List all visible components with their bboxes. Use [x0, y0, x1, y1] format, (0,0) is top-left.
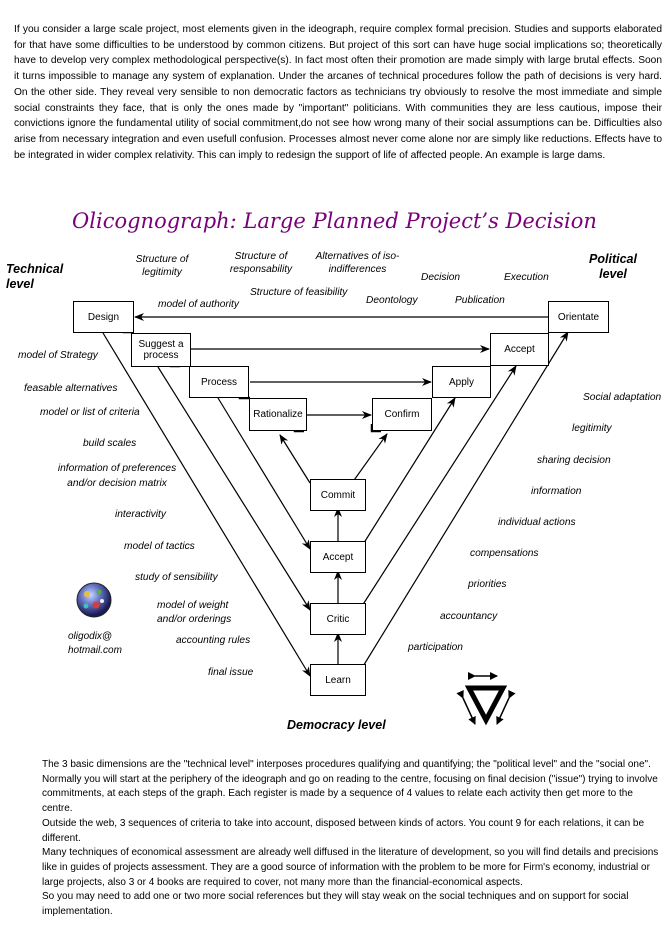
label-social-adaptation: Social adaptation — [583, 392, 662, 403]
box-apply: Apply — [432, 366, 491, 398]
triangle-symbol-icon — [456, 672, 516, 726]
label-feasable-alternatives: feasable alternatives — [24, 383, 118, 394]
label-study-sensibility: study of sensibility — [135, 572, 218, 583]
label-information: information — [531, 486, 582, 497]
label-participation: participation — [408, 642, 463, 653]
diagram-title: Olicognograph: Large Planned Project’s D… — [72, 209, 597, 233]
box-rationalize: Rationalize — [249, 398, 307, 431]
label-deontology: Deontology — [366, 295, 418, 306]
label-compensations: compensations — [470, 548, 539, 559]
box-learn: Learn — [310, 664, 366, 696]
outro-paragraph: Outside the web, 3 sequences of criteria… — [42, 817, 645, 844]
box-confirm: Confirm — [372, 398, 432, 431]
outro-paragraph: Many techniques of economical assessment… — [42, 847, 659, 888]
label-sharing-decision: sharing decision — [537, 455, 611, 466]
label-model-tactics: model of tactics — [124, 541, 195, 552]
box-process: Process — [189, 366, 249, 398]
label-interactivity: interactivity — [115, 509, 166, 520]
label-structure-legitimity: Structure of legitimity — [135, 254, 189, 278]
label-individual-actions: individual actions — [498, 517, 576, 528]
box-critic: Critic — [310, 603, 366, 635]
outro-text: The 3 basic dimensions are the "technica… — [42, 758, 662, 920]
box-commit: Commit — [310, 479, 366, 511]
democracy-level-label: Democracy level — [287, 718, 386, 732]
label-structure-feasibility: Structure of feasibility — [250, 287, 348, 298]
label-alternatives: Alternatives of iso-indifferences — [315, 251, 400, 275]
globe-logo-icon — [76, 582, 112, 618]
label-decision: Decision — [421, 272, 461, 283]
label-model-strategy: model of Strategy — [18, 350, 98, 361]
outro-paragraph: The 3 basic dimensions are the "technica… — [42, 759, 658, 815]
label-model-criteria: model or list of criteria — [40, 407, 140, 418]
outro-paragraph: So you may need to add one or two more s… — [42, 891, 629, 918]
label-accounting-rules: accounting rules — [176, 635, 251, 646]
technical-level-label: Technical level — [6, 262, 64, 291]
political-level-label: Political level — [589, 252, 637, 281]
label-priorities: priorities — [468, 579, 507, 590]
box-suggest-process: Suggest a process — [131, 333, 191, 367]
label-execution: Execution — [504, 272, 549, 283]
intro-paragraph: If you consider a large scale project, m… — [14, 24, 662, 161]
box-design: Design — [73, 301, 134, 333]
box-accept-bottom: Accept — [310, 541, 366, 573]
label-model-weight: model of weight and/or orderings — [157, 600, 232, 625]
email-label: oligodix@ hotmail.com — [68, 631, 122, 656]
label-final-issue: final issue — [208, 667, 254, 678]
label-build-scales: build scales — [83, 438, 137, 449]
label-structure-responsability: Structure of responsability — [229, 251, 293, 275]
box-accept-top: Accept — [490, 333, 549, 366]
label-publication: Publication — [455, 295, 505, 306]
box-orientate: Orientate — [548, 301, 609, 333]
label-info-preferences: information of preferences and/or decisi… — [57, 463, 177, 489]
label-accountancy: accountancy — [440, 611, 498, 622]
label-legitimity: legitimity — [572, 423, 612, 434]
label-model-authority: model of authority — [158, 299, 239, 310]
